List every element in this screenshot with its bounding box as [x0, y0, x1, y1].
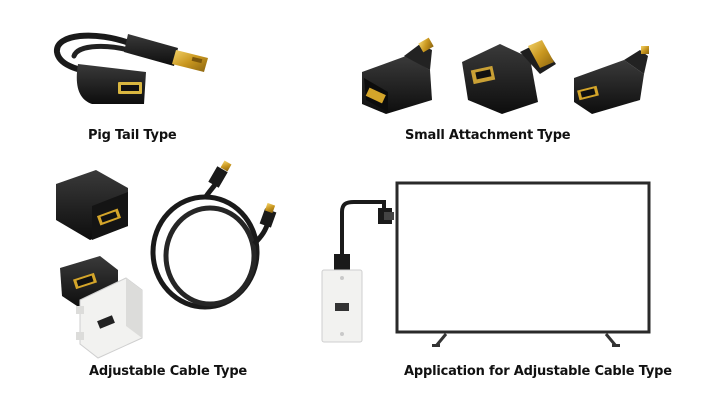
hdmi-female-to-mini-adapter-icon	[574, 46, 649, 114]
hdmi-wall-plate-icon	[321, 200, 394, 343]
hdmi-pigtail-adapter-icon	[54, 32, 208, 104]
caption-adjustable-cable-type: Adjustable Cable Type	[89, 364, 248, 379]
hdmi-right-angle-adapter-icon	[462, 40, 556, 114]
hdmi-wall-plate-module-icon	[60, 256, 143, 359]
caption-small-attachment-type: Small Attachment Type	[405, 128, 571, 143]
caption-application: Application for Adjustable Cable Type	[404, 364, 672, 379]
hdmi-coupler-icon	[56, 170, 128, 240]
flat-screen-tv-icon	[395, 181, 651, 347]
hdmi-female-to-micro-adapter-icon	[362, 37, 434, 114]
hdmi-coiled-cable-icon	[150, 160, 277, 310]
caption-pig-tail-type: Pig Tail Type	[88, 128, 177, 143]
